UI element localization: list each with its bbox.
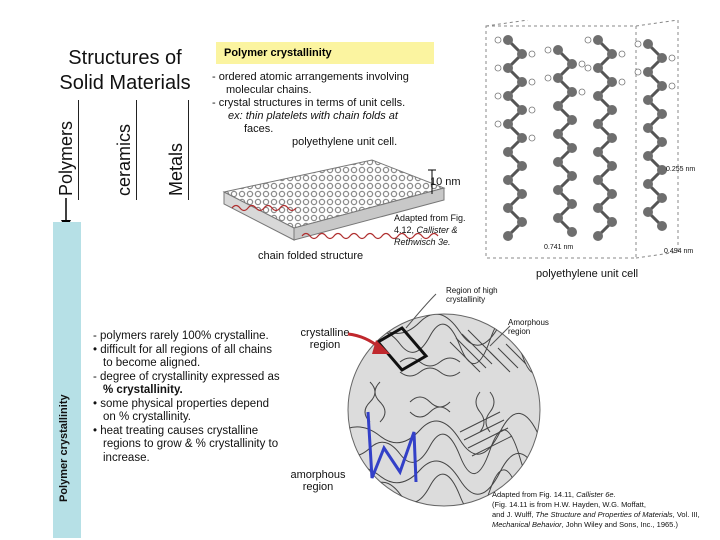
polyethylene-unit-cell-image	[485, 20, 679, 259]
intro-bullets: - ordered atomic arrangements involving …	[212, 71, 452, 149]
red-arrow-icon	[347, 332, 390, 354]
unit-cell-caption: polyethylene unit cell	[536, 268, 639, 280]
divider-ceramics	[136, 100, 137, 200]
detail-line: regions to grow & % crystallinity to	[103, 438, 279, 450]
credit-text: , John Wiley and Sons, Inc., 1965.)	[561, 520, 678, 529]
title-line-2: Solid Materials	[59, 72, 191, 94]
adapted-line: 4.12,	[394, 225, 415, 235]
high-crystallinity-line: Region of high	[446, 286, 498, 295]
credit-text: Callister 6e.	[576, 490, 616, 499]
page-title: Structures of Solid Materials	[40, 46, 210, 96]
divider-metals	[188, 100, 189, 200]
dim-a-label: 0.741 nm	[544, 244, 574, 251]
amorphous-inset-line: Amorphous	[508, 318, 549, 327]
high-crystallinity-line: crystallinity	[446, 295, 486, 304]
crystalline-label-line: crystalline	[300, 327, 350, 339]
credit-text: (Fig. 14.11 is from H.W. Hayden, W.G. Mo…	[492, 500, 646, 509]
amorphous-label-line: amorphous	[290, 469, 346, 481]
label-polymers: Polymers	[56, 120, 76, 196]
intro-line: polyethylene unit cell.	[292, 136, 398, 148]
adapted-line: Callister &	[416, 225, 458, 235]
amorphous-inset-label: Amorphous region	[508, 318, 549, 336]
credit-text: and J. Wulff,	[492, 510, 534, 519]
dim-b-label: 0.494 nm	[664, 248, 694, 255]
intro-line: - crystal structures in terms of unit ce…	[212, 97, 406, 109]
intro-line: faces.	[244, 123, 274, 135]
sidebar-bar	[53, 222, 81, 538]
detail-line: - polymers rarely 100% crystalline.	[93, 330, 269, 342]
credit-text: Mechanical Behavior	[492, 520, 562, 529]
intro-line: molecular chains.	[226, 84, 312, 96]
detail-line: • some physical properties depend	[93, 397, 269, 410]
divider-polymers	[78, 100, 79, 200]
credit-text: Adapted from Fig. 14.11,	[492, 490, 574, 499]
adapted-line: Rethwisch 3e.	[394, 237, 451, 247]
detail-line: % crystallinity.	[103, 384, 183, 396]
detail-line: to become aligned.	[103, 357, 201, 369]
dim-c-label: 0.255 nm	[666, 166, 696, 173]
crystallinity-micrograph-image	[347, 293, 541, 507]
detail-line: - degree of crystallinity expressed as	[93, 370, 280, 383]
amorphous-region-label: amorphous region	[286, 469, 350, 493]
sidebar-label: Polymer crystallinity	[58, 394, 70, 502]
title-line-1: Structures of	[68, 47, 182, 69]
detail-bullets: - polymers rarely 100% crystalline. • di…	[93, 330, 298, 465]
detail-line: on % crystallinity.	[103, 411, 191, 423]
label-ceramics: ceramics	[114, 123, 134, 196]
detail-line: increase.	[103, 451, 150, 464]
figure-credit: Adapted from Fig. 14.11, Callister 6e. (…	[492, 490, 718, 530]
intro-line: ex: thin platelets with chain folds at	[228, 110, 398, 122]
credit-text: The Structure and Properties of Material…	[535, 510, 673, 519]
scale-label: 10 nm	[430, 176, 461, 188]
adapted-line: Adapted from Fig.	[394, 213, 466, 223]
amorphous-inset-line: region	[508, 327, 531, 336]
section-header: Polymer crystallinity	[216, 42, 434, 64]
adapted-caption: Adapted from Fig. 4.12, Callister & Reth…	[394, 212, 466, 248]
credit-text: , Vol. III,	[672, 510, 700, 519]
high-crystallinity-label: Region of high crystallinity	[446, 286, 498, 304]
label-metals: Metals	[166, 142, 186, 196]
intro-line: - ordered atomic arrangements involving	[212, 71, 409, 83]
chain-folded-structure-image	[222, 159, 446, 241]
chain-folded-caption: chain folded structure	[258, 250, 364, 262]
crystalline-label-line: region	[309, 339, 341, 351]
detail-line: • difficult for all regions of all chain…	[93, 343, 272, 356]
detail-line: • heat treating causes crystalline	[93, 424, 259, 437]
amorphous-label-line: region	[302, 481, 334, 493]
crystalline-region-label: crystalline region	[298, 327, 352, 351]
